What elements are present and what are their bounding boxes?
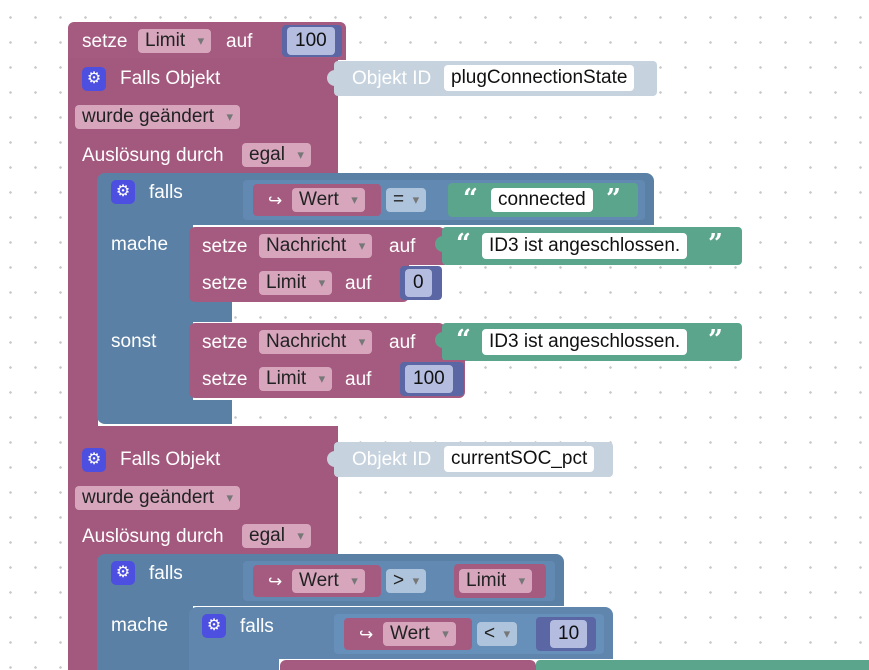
trigger-block-1-footer (68, 426, 338, 442)
quote-open-icon: “ (456, 229, 471, 259)
objekt-id-field[interactable]: currentSOC_pct (444, 446, 595, 472)
change-mode-dropdown[interactable]: wurde geändert (75, 486, 241, 510)
setze-label: setze (202, 332, 248, 353)
ausloesung-dropdown[interactable]: egal (242, 143, 311, 167)
objekt-id-notch (327, 451, 335, 467)
sonst-label: sonst (111, 331, 157, 352)
gear-icon[interactable]: ⚙ (82, 67, 106, 91)
number-field[interactable]: 100 (287, 27, 335, 55)
variable-dropdown[interactable]: Nachricht (259, 234, 373, 258)
mache-label: mache (111, 615, 169, 636)
if-else-spine-sonst (97, 318, 193, 402)
ausloesung-label: Auslösung durch (82, 526, 224, 547)
wert-dropdown[interactable]: Wert (383, 622, 456, 646)
objekt-id-notch (327, 70, 335, 86)
objekt-id-field[interactable]: plugConnectionState (444, 65, 635, 91)
auf-label: auf (226, 31, 253, 52)
operator-dropdown[interactable]: = (386, 188, 427, 212)
variable-dropdown[interactable]: Limit (259, 367, 333, 391)
inner-if-spine (189, 655, 279, 670)
falls-objekt-label: Falls Objekt (120, 68, 221, 89)
objekt-id-label: Objekt ID (352, 449, 432, 470)
setze-label: setze (202, 369, 248, 390)
setze-label: setze (202, 236, 248, 257)
ausloesung-dropdown[interactable]: egal (242, 524, 311, 548)
quote-close-icon: ” (606, 184, 621, 214)
quote-close-icon: ” (708, 229, 723, 259)
quote-close-icon: ” (708, 325, 723, 355)
variable-dropdown[interactable]: Limit (138, 29, 212, 53)
if-else-footer (97, 400, 232, 424)
objekt-id-label: Objekt ID (352, 68, 432, 89)
if-else-sonst-bar (97, 300, 232, 322)
set-message-block-partial[interactable] (280, 660, 536, 670)
trigger-block-1-spine (68, 170, 98, 430)
falls-label: falls (149, 182, 183, 203)
number-field[interactable]: 0 (405, 269, 432, 297)
cursor-return-icon: ↪ (268, 572, 283, 591)
auf-label: auf (389, 332, 416, 353)
quote-open-icon: “ (463, 184, 478, 214)
text-block-partial[interactable] (536, 660, 869, 670)
auf-label: auf (389, 236, 416, 257)
gear-icon[interactable]: ⚙ (111, 180, 135, 204)
setze-label: setze (202, 273, 248, 294)
variable-dropdown[interactable]: Limit (459, 569, 533, 593)
cursor-return-icon: ↪ (359, 625, 374, 644)
text-field[interactable]: connected (491, 188, 593, 212)
text-field[interactable]: ID3 ist angeschlossen. (482, 329, 688, 355)
ausloesung-label: Auslösung durch (82, 145, 224, 166)
quote-open-icon: “ (456, 325, 471, 355)
falls-label: falls (149, 563, 183, 584)
variable-dropdown[interactable]: Nachricht (259, 330, 373, 354)
if-else-spine-mache (97, 222, 193, 304)
wert-dropdown[interactable]: Wert (292, 569, 365, 593)
change-mode-dropdown[interactable]: wurde geändert (75, 105, 241, 129)
text-notch (435, 332, 443, 348)
number-field[interactable]: 10 (550, 620, 588, 648)
gear-icon[interactable]: ⚙ (82, 448, 106, 472)
gear-icon[interactable]: ⚙ (111, 561, 135, 585)
number-field[interactable]: 100 (405, 365, 453, 393)
auf-label: auf (345, 273, 372, 294)
variable-dropdown[interactable]: Limit (259, 271, 333, 295)
auf-label: auf (345, 369, 372, 390)
text-field[interactable]: ID3 ist angeschlossen. (482, 233, 688, 259)
cursor-return-icon: ↪ (268, 191, 283, 210)
operator-dropdown[interactable]: < (477, 622, 518, 646)
text-notch (435, 236, 443, 252)
setze-label: setze (82, 31, 128, 52)
falls-objekt-label: Falls Objekt (120, 449, 221, 470)
trigger-block-2-spine (68, 550, 98, 670)
operator-dropdown[interactable]: > (386, 569, 427, 593)
if-block-2-spine (97, 600, 193, 670)
falls-label: falls (240, 616, 274, 637)
wert-dropdown[interactable]: Wert (292, 188, 365, 212)
mache-label: mache (111, 234, 169, 255)
gear-icon[interactable]: ⚙ (202, 614, 226, 638)
